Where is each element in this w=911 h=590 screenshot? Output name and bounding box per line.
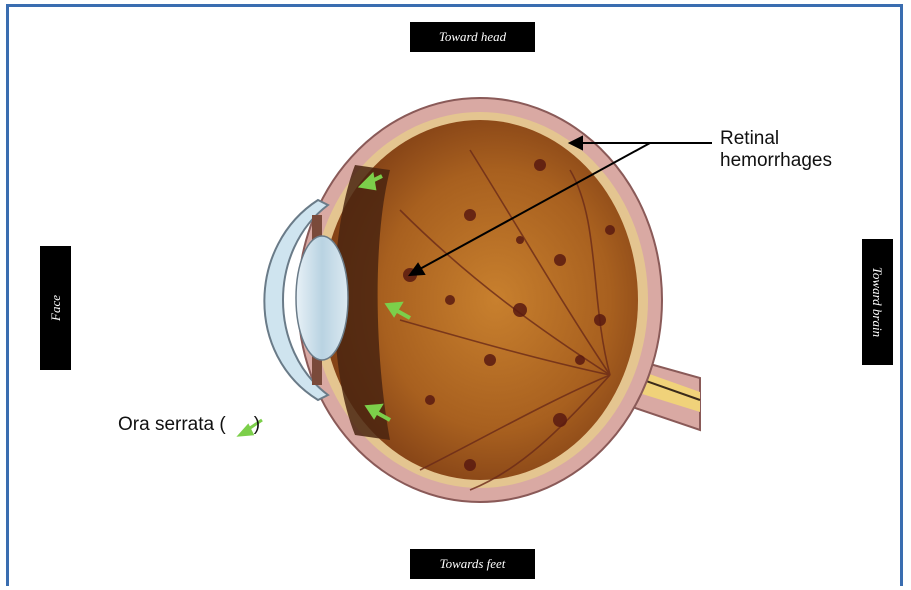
label-towards-feet: Towards feet — [410, 549, 535, 579]
retinal-hemorrhages-label: Retinal hemorrhages — [720, 128, 832, 172]
ora-serrata-label: Ora serrata () — [118, 414, 260, 436]
label-face: Face — [40, 246, 71, 370]
lens — [296, 236, 348, 360]
label-toward-head: Toward head — [410, 22, 535, 52]
label-toward-brain: Toward brain — [862, 239, 893, 365]
